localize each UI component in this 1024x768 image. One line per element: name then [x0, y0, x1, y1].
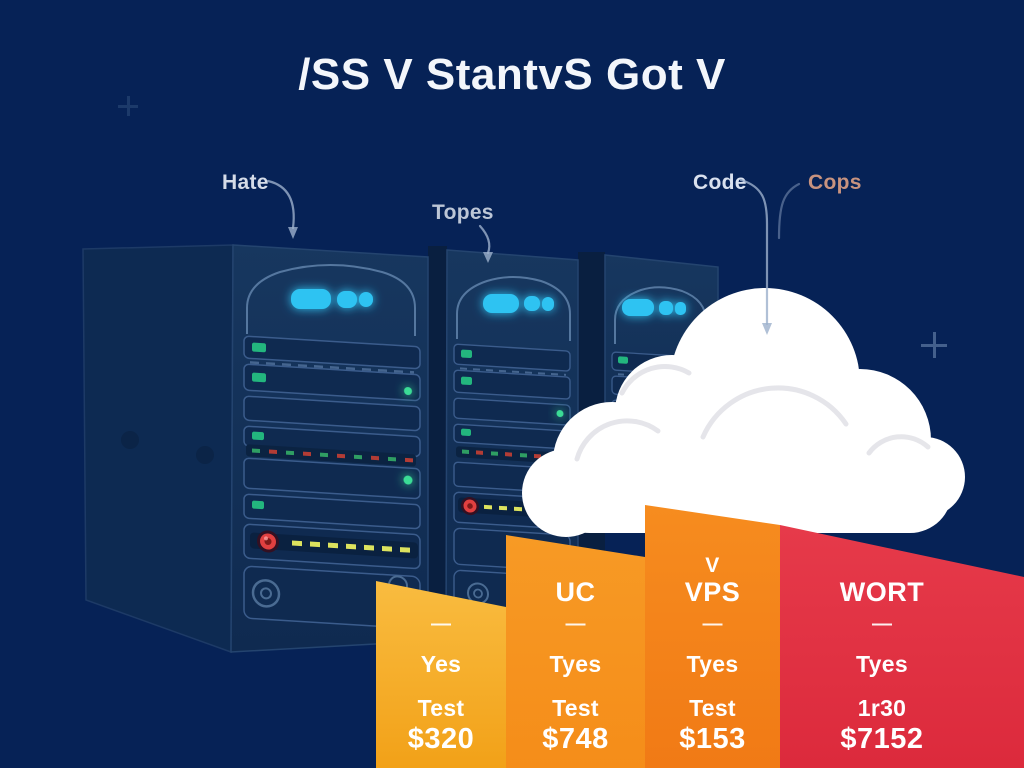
- plan-separator: —: [702, 613, 723, 635]
- plan-header: V VPS: [684, 554, 741, 607]
- plan-separator: —: [431, 613, 451, 635]
- rack-gap: [578, 252, 605, 582]
- plan-header: UC: [555, 577, 596, 607]
- plan-feature: Tyes: [549, 651, 602, 677]
- rack-gap: [428, 246, 447, 646]
- plan-price: $7152: [840, 723, 924, 755]
- arrow-icon: [777, 182, 801, 240]
- plan-separator: —: [565, 613, 586, 635]
- arrowhead-icon: [288, 227, 772, 335]
- plan-price: $320: [407, 723, 475, 755]
- cyan-status-lights: [622, 299, 686, 316]
- server-rack-right: [604, 254, 719, 526]
- callout-label-code: Code: [693, 171, 747, 194]
- plan-separator: —: [872, 613, 892, 635]
- plus-icon: [921, 332, 947, 358]
- plan-header: WORT: [839, 577, 925, 607]
- plan-feature: Test: [689, 695, 736, 721]
- pricing-column-2: UC — Tyes Test $748: [506, 535, 645, 768]
- callout-label-hate: Hate: [222, 171, 269, 194]
- drive-bays: [611, 351, 711, 511]
- page-title: /SS V StantvS Got V: [298, 50, 726, 99]
- cyan-status-lights: [483, 294, 554, 313]
- cloud-icon: [522, 288, 965, 537]
- plan-feature: Tyes: [686, 651, 739, 677]
- plan-feature: Test: [552, 695, 599, 721]
- power-button: [461, 497, 479, 516]
- power-button: [257, 530, 279, 553]
- pricing-column-3: V VPS — Tyes Test $153: [645, 505, 780, 768]
- cyan-status-lights: [291, 289, 373, 309]
- plan-feature: 1r30: [857, 695, 907, 721]
- callout-label-topes: Topes: [432, 201, 494, 224]
- pricing-column-1: — Yes Test $320: [376, 581, 506, 768]
- pricing-column-4: WORT — Tyes 1r30 $7152: [780, 525, 1024, 768]
- arrow-icon: [266, 178, 769, 326]
- plan-feature: Test: [417, 695, 465, 721]
- plan-price: $748: [542, 723, 609, 755]
- plan-price: $153: [679, 723, 746, 755]
- callout-label-cops: Cops: [808, 171, 862, 194]
- plan-feature: Yes: [420, 651, 462, 677]
- plus-icon: [118, 96, 138, 116]
- plan-feature: Tyes: [856, 651, 908, 677]
